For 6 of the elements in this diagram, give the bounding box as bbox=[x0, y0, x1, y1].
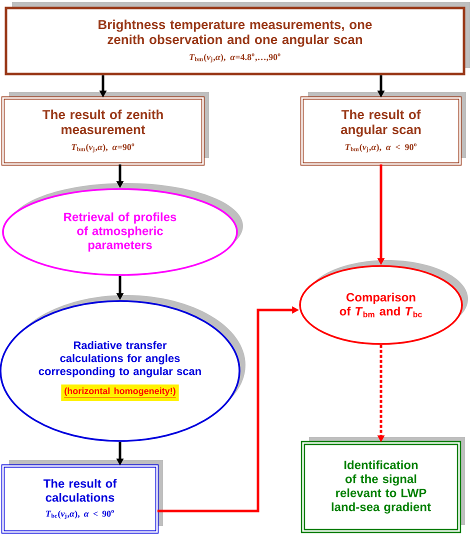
process-box: The result of calculations T$_{bc}$(ν$_{j}$,α), α < 90$^{o}$ bbox=[1, 460, 163, 534]
node-label: Comparison of T$_{bm}$ and T$_{bc}$ bbox=[340, 292, 422, 318]
process-box: Identification of the signal relevant to LWP land-sea gradient bbox=[300, 437, 465, 534]
process-box: The result of angular scan T$_{bm}$(ν$_{j}$,α), α < 90$^{o}$ bbox=[300, 92, 466, 166]
title-box: Brightness temperature measurements, one zenith observation and one angular scan T$_{bm}$(ν$_{j}$,α), α=4.8$^{o}$,…,90$^{o}$ bbox=[4, 2, 470, 76]
process-box: The result of zenith measurement T$_{bm}$(ν$_{j}$,α), α=90$^{o}$ bbox=[1, 92, 209, 166]
